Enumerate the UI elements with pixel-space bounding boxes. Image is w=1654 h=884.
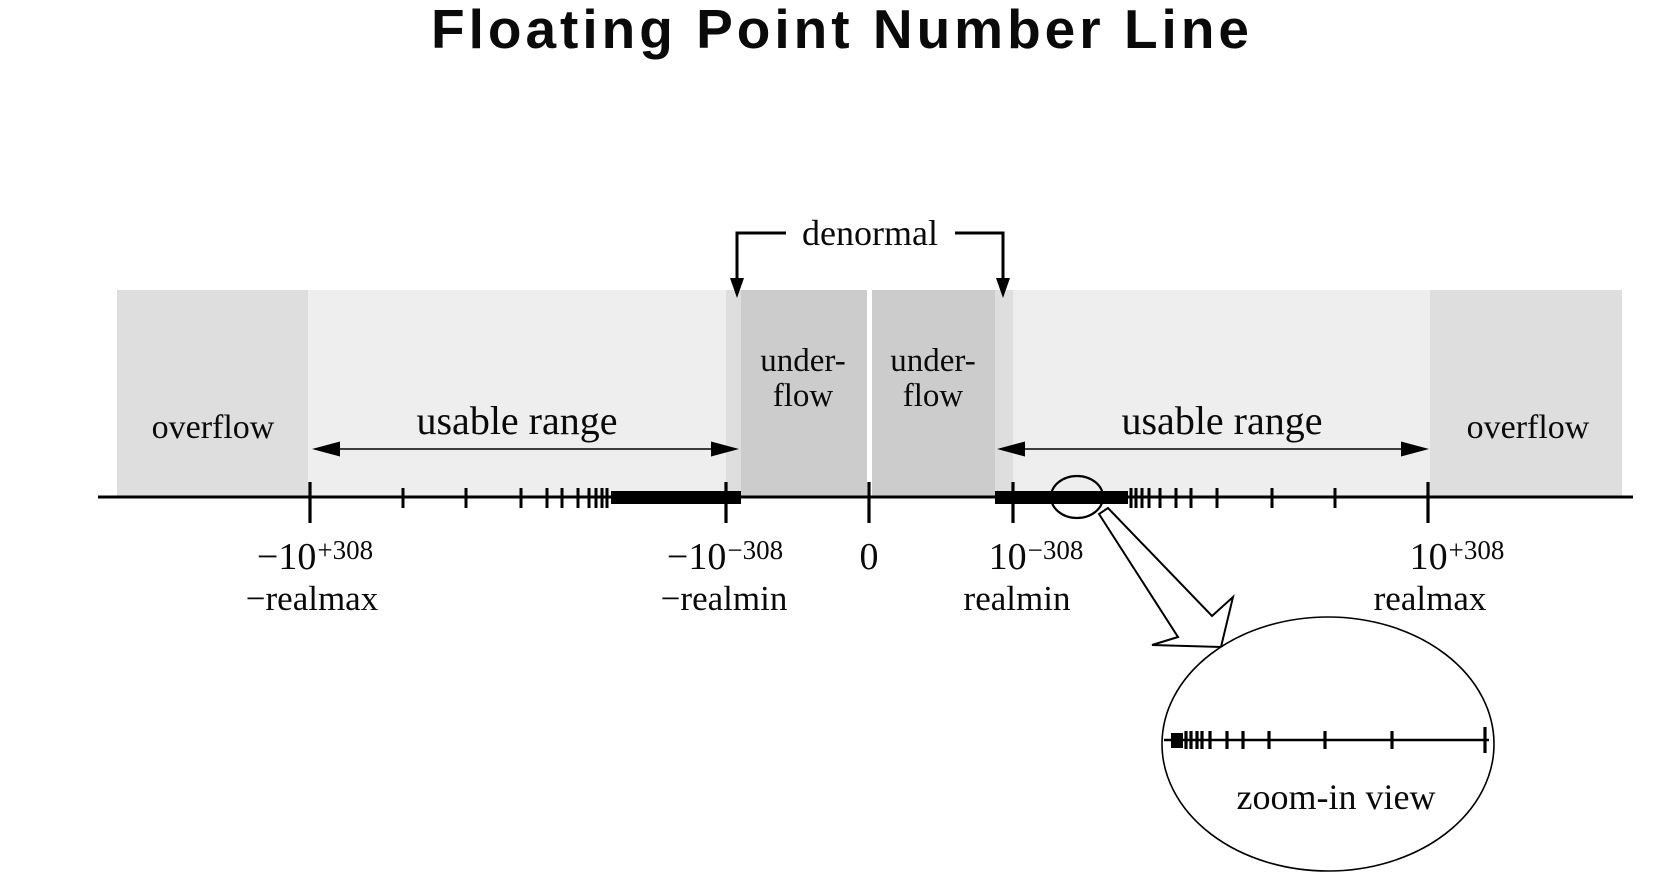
underflow-left-box bbox=[741, 290, 867, 497]
axis-value-label: 10+308 bbox=[1409, 535, 1505, 578]
axis-name-label: −realmax bbox=[245, 579, 379, 618]
axis-value-base: −10 bbox=[256, 536, 317, 578]
underflow-left-label: under- flow bbox=[760, 344, 845, 414]
lens-circle bbox=[1049, 474, 1105, 520]
axis-value-base: 10 bbox=[1409, 536, 1448, 578]
axis-value-base: −10 bbox=[666, 536, 727, 578]
axis-value-label: 0 bbox=[860, 538, 879, 576]
overflow-left-box bbox=[117, 290, 308, 497]
zoom-ellipse bbox=[1161, 616, 1495, 872]
denormal-arrowhead-icon bbox=[996, 278, 1010, 298]
zoom-dense-blob bbox=[1171, 733, 1183, 748]
axis-value-base: 0 bbox=[859, 536, 879, 578]
axis-name-label: −realmin bbox=[660, 579, 788, 618]
axis-value-exponent: +308 bbox=[1448, 535, 1505, 565]
axis-value-exponent: +308 bbox=[317, 535, 374, 565]
denormal-band-left bbox=[726, 290, 741, 497]
underflow-left-label-line1: under- bbox=[760, 343, 846, 380]
zoom-in-view-label: zoom-in view bbox=[1236, 776, 1436, 817]
underflow-right-box bbox=[872, 290, 995, 497]
usable-right-box bbox=[1013, 290, 1430, 497]
usable-range-left-label: usable range bbox=[416, 397, 618, 443]
usable-range-right-label: usable range bbox=[1121, 397, 1323, 443]
diagram-title: Floating Point Number Line bbox=[430, 0, 1254, 60]
usable-left-box bbox=[308, 290, 726, 497]
arrowhead-right-icon bbox=[1401, 441, 1429, 457]
overflow-right-label: overflow bbox=[1466, 408, 1590, 446]
axis-name-label: realmin bbox=[963, 579, 1071, 618]
denormal-label: denormal bbox=[802, 212, 938, 253]
underflow-right-label: under- flow bbox=[890, 344, 975, 414]
underflow-left-label-line2: flow bbox=[772, 378, 834, 414]
arrowhead-right-icon bbox=[711, 441, 739, 457]
overflow-right-box bbox=[1430, 290, 1622, 497]
denormal-band-right bbox=[995, 290, 1013, 497]
axis-value-exponent: −308 bbox=[1027, 535, 1084, 565]
axis-value-label: −10+308 bbox=[256, 535, 374, 578]
axis-value-exponent: −308 bbox=[727, 535, 784, 565]
overflow-left-label: overflow bbox=[151, 408, 275, 446]
axis-value-label: 10−308 bbox=[988, 535, 1084, 578]
dense-float-bar bbox=[995, 491, 1128, 504]
dense-float-bar bbox=[611, 491, 741, 504]
callout-arrow-icon bbox=[1097, 506, 1235, 649]
underflow-right-label-line1: under- bbox=[890, 343, 976, 380]
underflow-right-label-line2: flow bbox=[902, 378, 964, 414]
arrowhead-left-icon bbox=[997, 441, 1025, 457]
axis-value-label: −10−308 bbox=[666, 535, 784, 578]
denormal-arrowhead-icon bbox=[730, 278, 744, 298]
arrowhead-left-icon bbox=[312, 441, 340, 457]
axis-value-base: 10 bbox=[988, 536, 1027, 578]
axis-name-label: realmax bbox=[1373, 579, 1487, 618]
